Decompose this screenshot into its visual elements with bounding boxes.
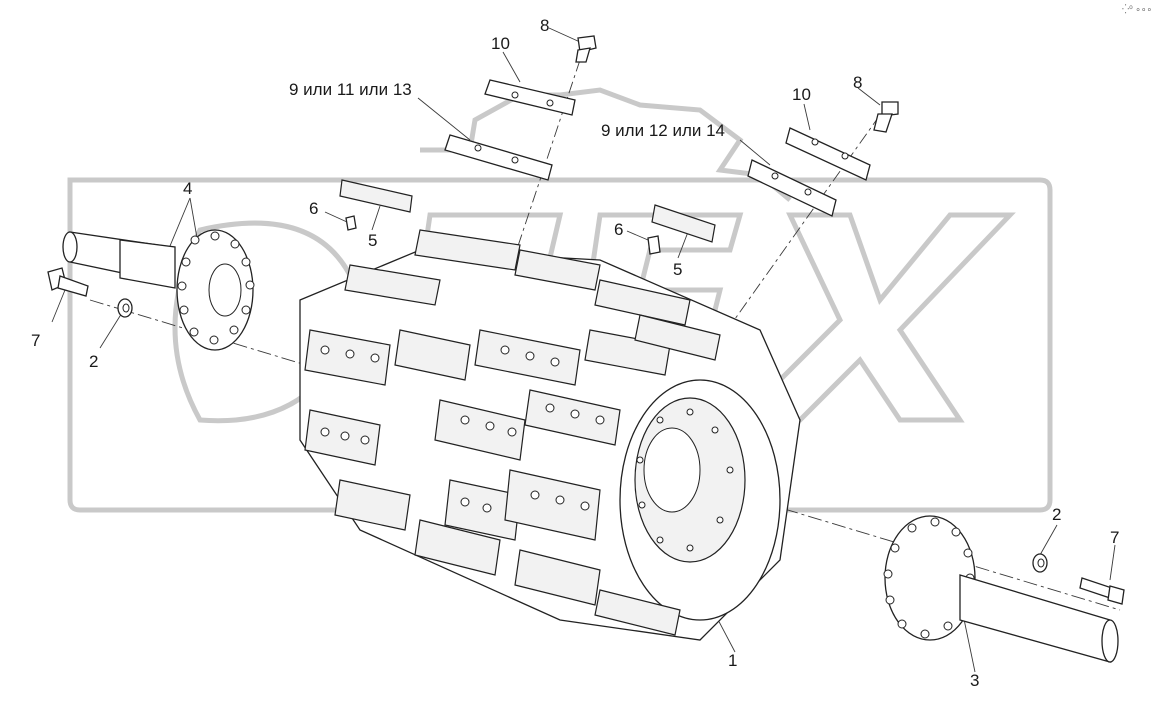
- corner-mark: ⁛⁰ ∘∘∘: [1122, 4, 1152, 14]
- callout-10-right: 10: [792, 85, 811, 104]
- screw-part-6-right: [647, 235, 661, 255]
- callout-5-right: 5: [673, 260, 682, 279]
- callout-labels: 1 2 2 3 4 5 5 6 6 7 7 8 8 9 или 11 или 1…: [31, 4, 1152, 690]
- callout-8-left: 8: [540, 16, 549, 35]
- callout-5-left: 5: [368, 231, 377, 250]
- callout-6-right: 6: [614, 220, 623, 239]
- callout-7-right: 7: [1110, 528, 1119, 547]
- callout-8-right: 8: [853, 73, 862, 92]
- left-bolt-part-7: [47, 267, 89, 297]
- screw-part-6-left: [345, 215, 357, 231]
- callout-6-left: 6: [309, 199, 318, 218]
- bolt-part-8-left: [575, 35, 597, 63]
- callout-2-left: 2: [89, 352, 98, 371]
- plate-part-9-12-14: [747, 159, 837, 217]
- watermark-logo: [67, 87, 1053, 513]
- callout-7-left: 7: [31, 331, 40, 350]
- right-shaft-part-3: [883, 515, 1119, 663]
- plate-part-10-left: [484, 79, 576, 116]
- callout-4: 4: [183, 179, 192, 198]
- left-shaft-part-4: [62, 229, 255, 351]
- knife-part-5-right: [651, 204, 716, 243]
- plate-part-9-11-13: [444, 134, 553, 181]
- knife-part-5-left: [339, 179, 413, 213]
- right-bolt-part-7: [1079, 577, 1125, 605]
- callout-10-left: 10: [491, 34, 510, 53]
- callout-9-12-14: 9 или 12 или 14: [601, 121, 725, 140]
- right-washer-part-2: [1032, 553, 1048, 573]
- left-washer-part-2: [117, 298, 133, 318]
- callout-9-11-13: 9 или 11 или 13: [289, 80, 412, 99]
- plate-part-10-right: [785, 127, 871, 181]
- callout-1: 1: [728, 651, 737, 670]
- bolt-part-8-right: [873, 101, 899, 133]
- callout-3: 3: [970, 671, 979, 690]
- callout-2-right: 2: [1052, 505, 1061, 524]
- drum-assembly-part-1: [299, 229, 801, 641]
